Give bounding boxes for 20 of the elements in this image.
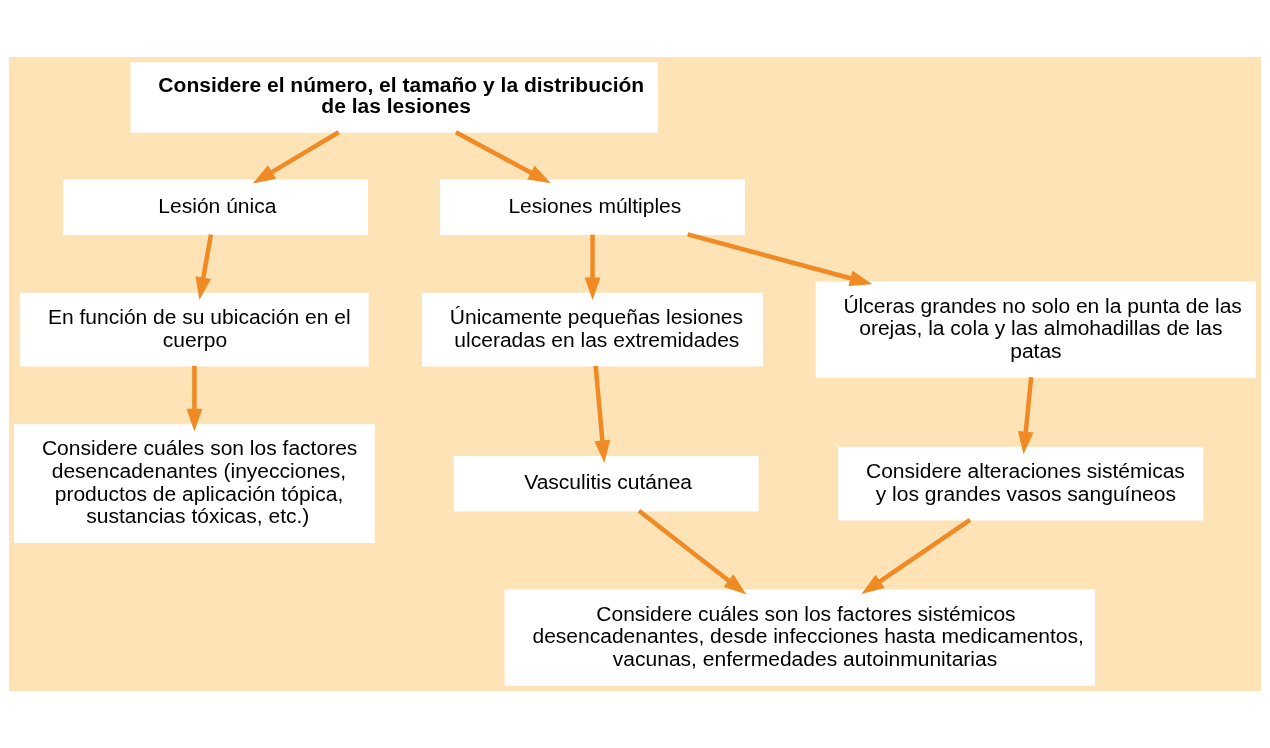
arrow <box>1017 377 1034 455</box>
arrow <box>186 365 203 432</box>
node-box: Vasculitis cutánea <box>453 455 759 512</box>
node-box: Considere el número, el tamaño y la distribución de las lesiones <box>130 62 658 133</box>
arrow <box>195 234 214 300</box>
node-box: En función de su ubicación en el cuerpo <box>20 292 369 367</box>
arrow <box>687 232 873 286</box>
node-box: Lesión única <box>62 179 368 236</box>
arrow <box>637 509 747 595</box>
node-box: Únicamente pequeñas lesiones ulceradas en las extremidades <box>422 292 764 367</box>
node-box: Considere cuáles son los factores desencadenantes (inyecciones, productos de aplicación tópica, sustancias tóxicas, etc.) <box>14 424 375 543</box>
node-box: Úlceras grandes no solo en la punta de las orejas, la cola y las almohadillas de las patas <box>815 281 1256 378</box>
node-box: Considere alteraciones sistémicas y los grandes vasos sanguíneos <box>838 446 1204 521</box>
arrow <box>584 234 601 301</box>
node-box: Lesiones múltiples <box>440 179 746 236</box>
arrow <box>454 130 551 184</box>
node-box: Considere cuáles son los factores sistémicos desencadenantes, desde infecciones hasta medicamentos, vacunas, enfermedades autoinmunitarias <box>504 589 1096 686</box>
arrow <box>861 517 972 595</box>
arrow <box>593 365 611 463</box>
arrow <box>252 130 340 184</box>
